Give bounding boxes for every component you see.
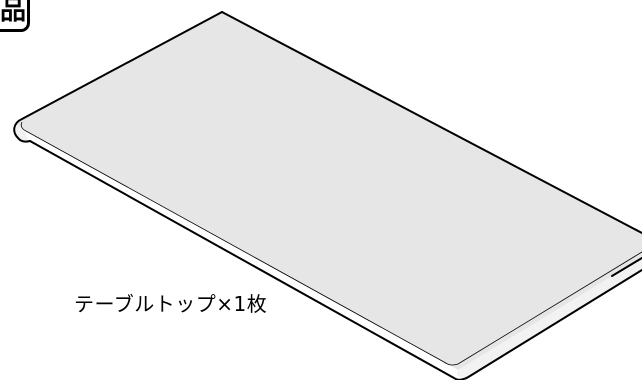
parts-badge-label: 品: [0, 0, 27, 26]
table-top-edge-highlight-left: [20, 121, 27, 132]
table-top-outline: [13, 11, 642, 380]
parts-badge: 品: [0, 0, 30, 32]
part-label: テーブルトップ×1枚: [74, 292, 268, 316]
table-top-edge-highlight: [25, 130, 642, 366]
table-top-left-edge: [14, 119, 28, 142]
table-top-surface: [17, 12, 642, 370]
